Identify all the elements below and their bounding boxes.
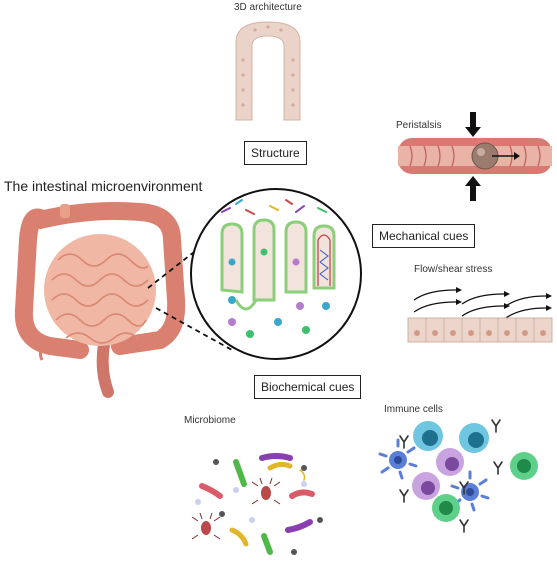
flow-shear-label: Flow/shear stress: [414, 264, 493, 275]
diagram-title: The intestinal microenvironment: [4, 178, 203, 194]
peristalsis-label: Peristalsis: [396, 120, 442, 131]
structure-box: Structure: [244, 141, 307, 165]
immune-cells-label: Immune cells: [384, 404, 443, 415]
mechanical-cues-box: Mechanical cues: [372, 224, 476, 248]
microbiome-label: Microbiome: [184, 415, 236, 426]
biochemical-cues-box: Biochemical cues: [254, 375, 362, 399]
architecture-label: 3D architecture: [234, 2, 302, 13]
